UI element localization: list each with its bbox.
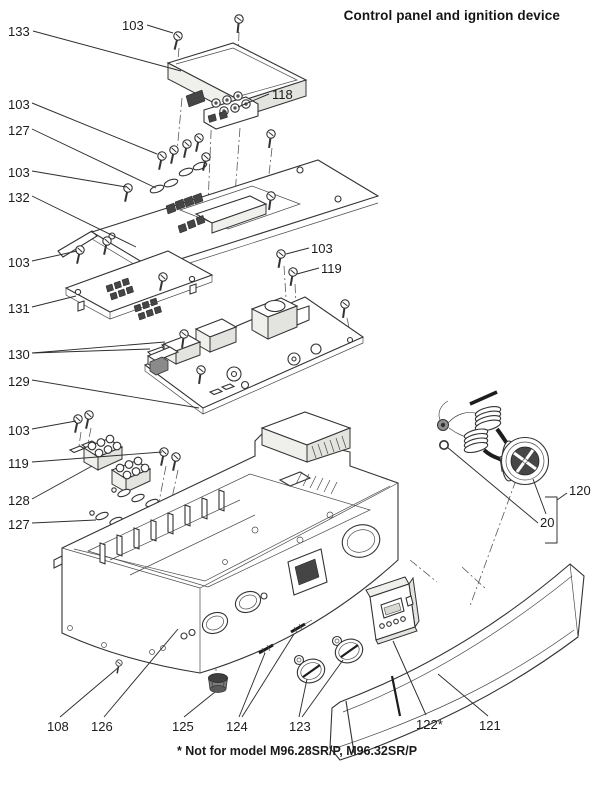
part-label-20: 20 xyxy=(540,515,555,530)
part-label-125: 125 xyxy=(172,719,194,734)
pcb-131 xyxy=(64,250,214,321)
part-label-108: 108 xyxy=(47,719,69,734)
bracket-120 xyxy=(545,496,558,544)
leader-lines xyxy=(31,24,568,718)
part-label-119-left: 119 xyxy=(8,456,29,471)
part-label-130: 130 xyxy=(8,347,30,362)
front-bezel-121 xyxy=(329,563,585,761)
part-label-103-a: 103 xyxy=(8,97,30,112)
part-label-103-b: 103 xyxy=(8,165,30,180)
jumper-links-127-upper xyxy=(149,161,208,194)
knob-123-right xyxy=(331,635,364,664)
part-label-126: 126 xyxy=(91,719,113,734)
part-label-103-right: 103 xyxy=(311,241,333,256)
chassis-housing-126 xyxy=(53,411,399,674)
part-label-124: 124 xyxy=(226,719,248,734)
part-label-132: 132 xyxy=(8,190,30,205)
capillary-coils xyxy=(463,406,502,454)
part-label-129: 129 xyxy=(8,374,30,389)
screw-108 xyxy=(113,658,124,675)
part-label-127-upper: 127 xyxy=(8,123,30,138)
terminal-blocks-128 xyxy=(68,434,152,493)
model-footnote: * Not for model M96.28SR/P, M96.32SR/P xyxy=(176,744,418,758)
pcb-129 xyxy=(143,296,365,415)
knob-123-left xyxy=(293,654,326,684)
cap-125 xyxy=(208,673,228,693)
part-label-103-top: 103 xyxy=(122,18,144,33)
part-label-103-d: 103 xyxy=(8,423,30,438)
part-label-123: 123 xyxy=(289,719,311,734)
part-label-122: 122* xyxy=(416,717,443,732)
part-label-103-c: 103 xyxy=(8,255,30,270)
part-label-128: 128 xyxy=(8,493,30,508)
part-label-121: 121 xyxy=(479,718,501,733)
part-label-120: 120 xyxy=(569,483,591,498)
gauge-assembly-120 xyxy=(437,390,550,486)
terminal-block-118 xyxy=(203,91,259,130)
part-label-133: 133 xyxy=(8,24,30,39)
gauge-face xyxy=(499,436,550,486)
pcb-132 xyxy=(57,159,380,276)
page-title: Control panel and ignition device xyxy=(343,8,560,23)
part-label-119-right: 119 xyxy=(321,261,342,276)
part-label-118: 118 xyxy=(272,87,293,102)
part-label-127-lower: 127 xyxy=(8,517,30,532)
display-module-122 xyxy=(365,576,420,645)
part-label-131: 131 xyxy=(8,301,30,316)
cover-box-133 xyxy=(166,42,308,118)
spring-pins-124 xyxy=(258,619,313,655)
